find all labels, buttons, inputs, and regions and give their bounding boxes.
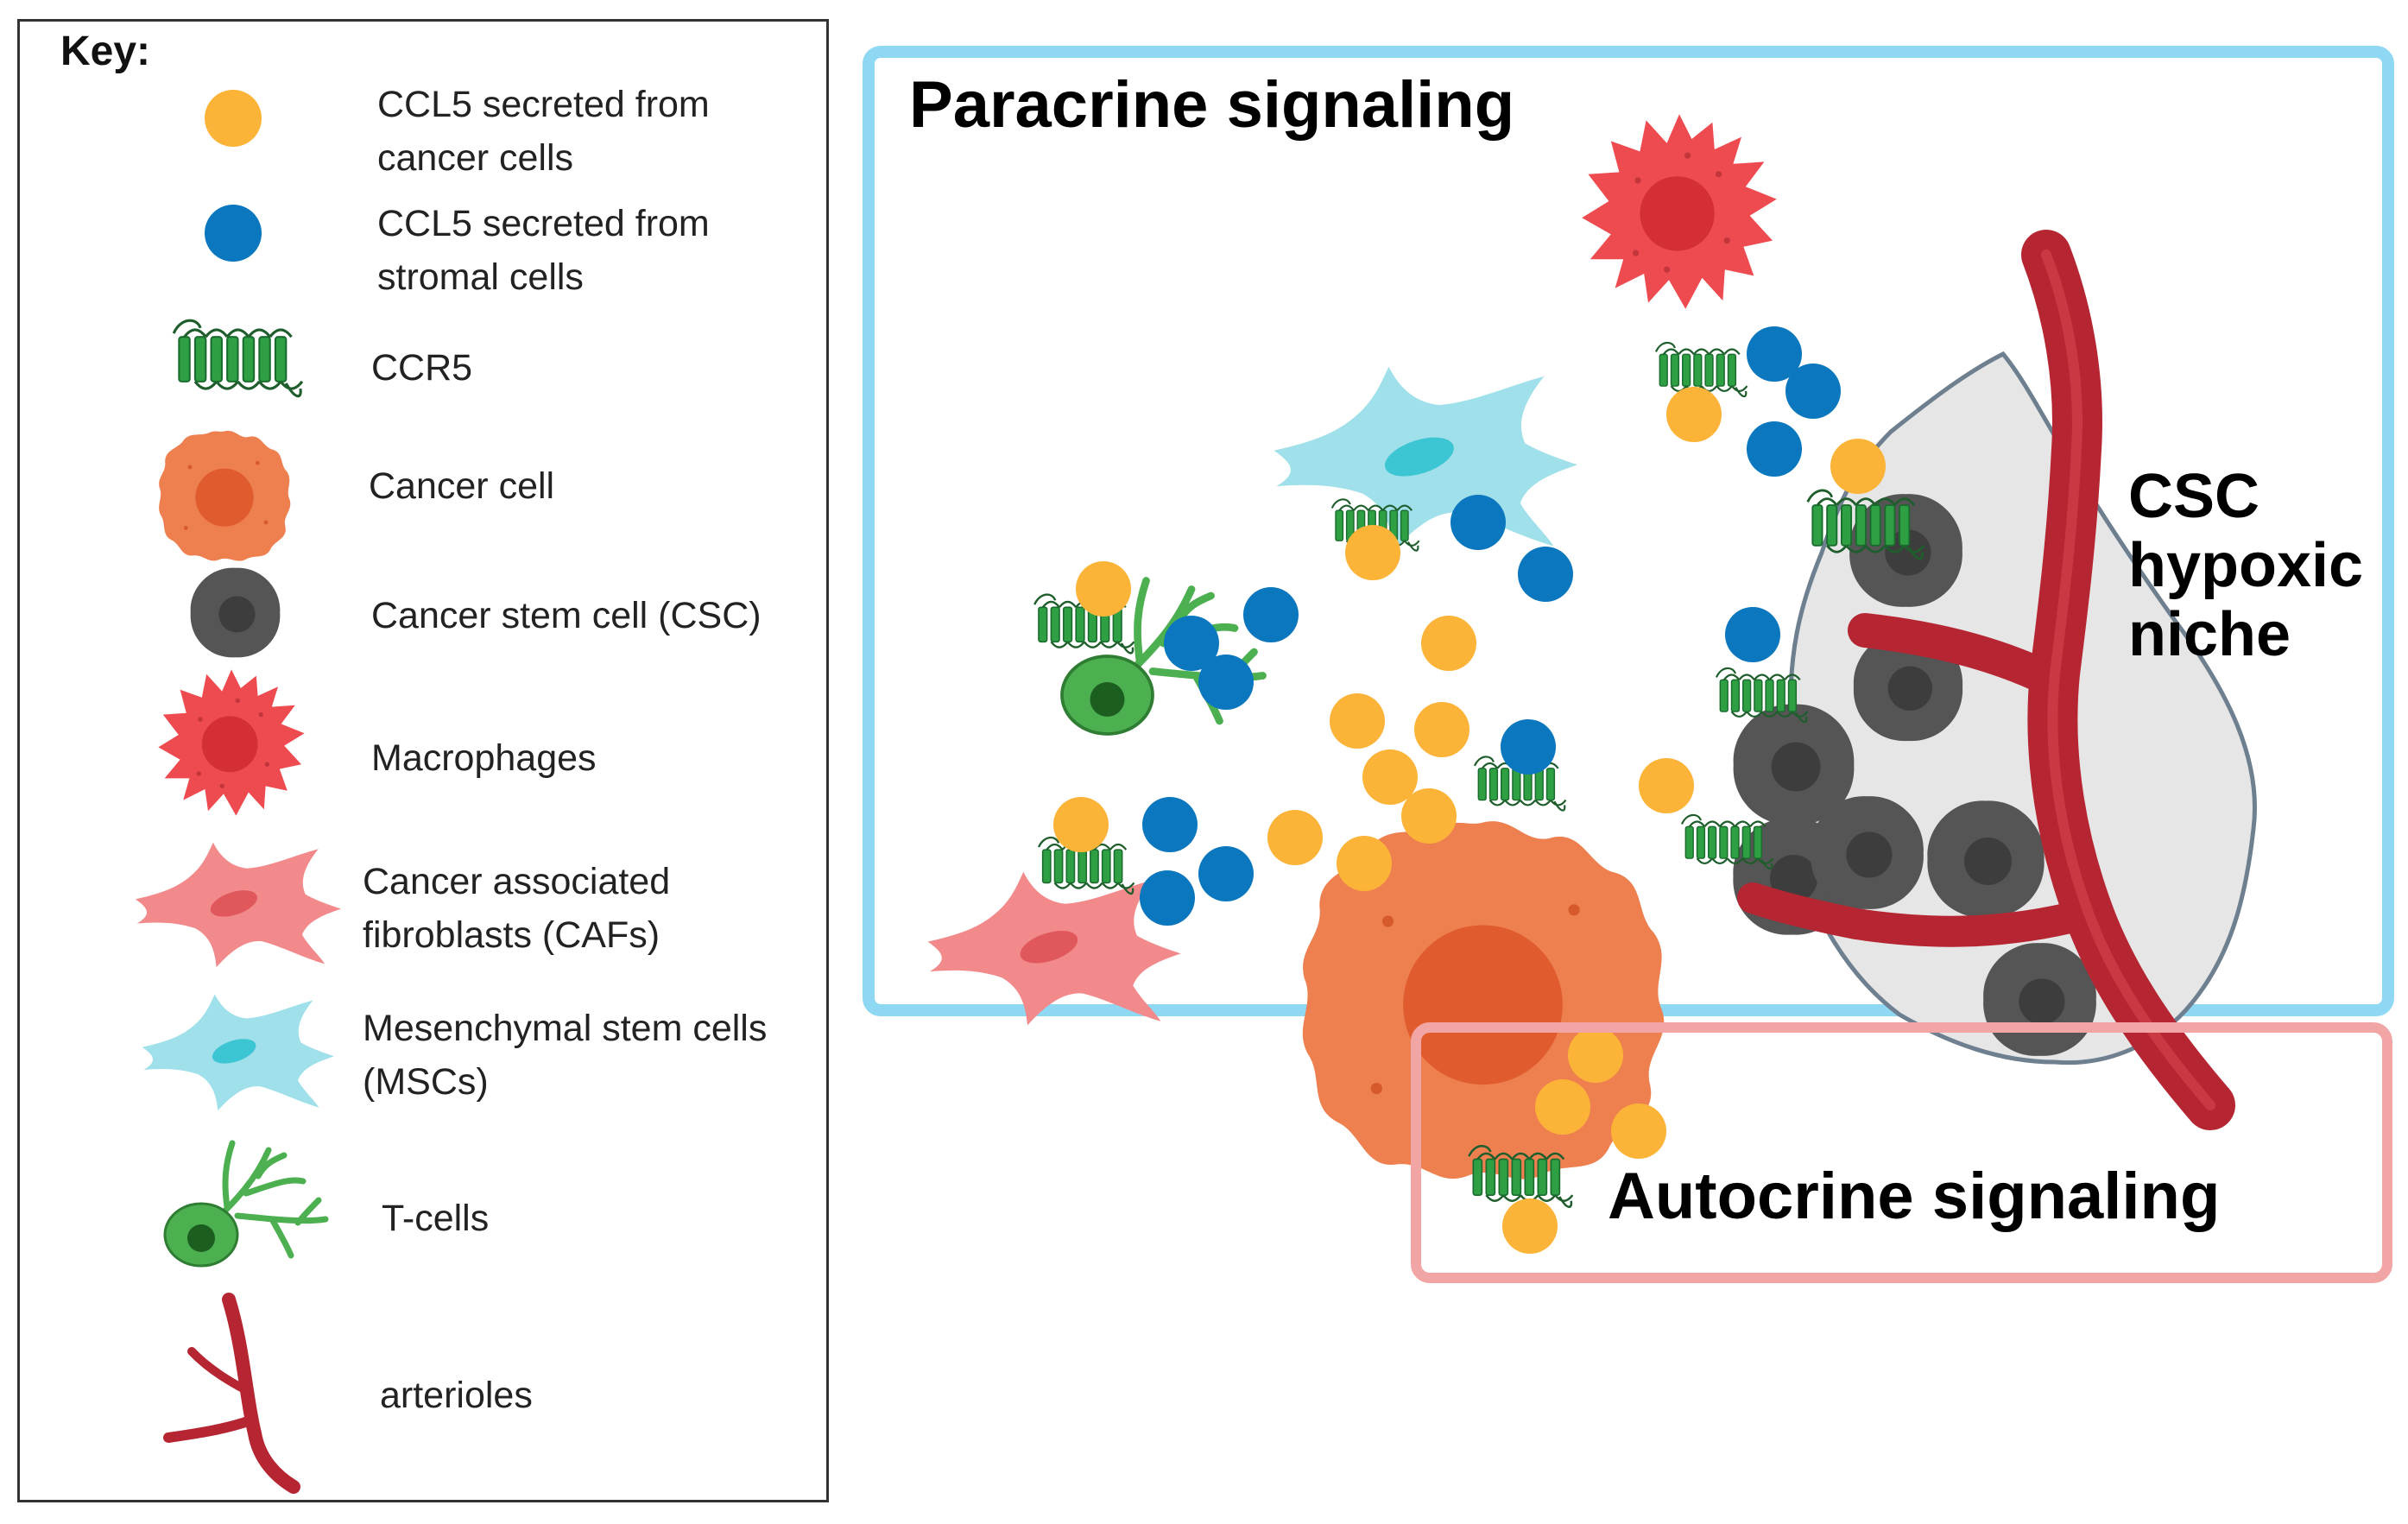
ccl5-stromal-molecule <box>1140 870 1195 926</box>
niche-csc-cell <box>1811 796 1924 909</box>
ccl5-cancer-molecule <box>1568 1028 1623 1083</box>
niche-csc-cell <box>1983 943 2096 1056</box>
ccl5-cancer-molecule <box>1345 525 1400 580</box>
msc-icon <box>142 994 334 1111</box>
ccl5-cancer-molecule <box>1611 1103 1666 1159</box>
key-label-cafs-2: fibroblasts (CAFs) <box>363 914 660 956</box>
key-title: Key: <box>60 28 151 74</box>
niche-arteriole <box>1737 230 2235 1130</box>
ccl5-stromal-group <box>1140 326 1841 926</box>
ccl5-cancer-group <box>1053 387 1886 1254</box>
key-label-macrophages: Macrophages <box>371 737 597 779</box>
ccl5-cancer-molecule <box>1639 758 1694 813</box>
cancer-cell-icon <box>159 430 291 561</box>
ccr5-icon <box>174 320 302 396</box>
paracrine-title: Paracrine signaling <box>909 68 1515 142</box>
macrophage-icon <box>158 669 305 816</box>
niche-label-1: CSC <box>2128 462 2260 531</box>
niche-csc-cell <box>1927 800 2045 918</box>
key-label-ccr5: CCR5 <box>371 347 473 389</box>
t-cell-icon <box>165 1143 325 1266</box>
ccl5-cancer-molecule <box>1362 749 1418 805</box>
arteriole-icon <box>163 1293 300 1494</box>
ccl5-cancer-molecule <box>1666 387 1722 442</box>
key-label-mscs-2: (MSCs) <box>363 1061 489 1103</box>
ccl5-cancer-molecule <box>1076 561 1131 617</box>
key-panel <box>17 19 829 1502</box>
key-label-t-cells: T-cells <box>382 1198 490 1239</box>
key-label-ccl5-cancer-2: cancer cells <box>377 137 574 179</box>
autocrine-title: Autocrine signaling <box>1608 1160 2221 1233</box>
key-label-cafs-1: Cancer associated <box>363 861 671 902</box>
ccl5-cancer-molecule <box>1267 810 1323 865</box>
ccl5-stromal-molecule <box>1518 547 1573 602</box>
ccl5-cancer-icon <box>205 90 262 147</box>
niche-label-2: hypoxic <box>2128 531 2364 600</box>
key-label-mscs-1: Mesenchymal stem cells <box>363 1008 768 1049</box>
ccl5-cancer-molecule <box>1401 788 1457 844</box>
key-label-ccl5-stromal-1: CCL5 secreted from <box>377 203 710 244</box>
key-label-ccl5-cancer-1: CCL5 secreted from <box>377 84 710 125</box>
paracrine-msc <box>1274 366 1578 551</box>
autocrine-region <box>1411 1022 2392 1283</box>
key-label-csc: Cancer stem cell (CSC) <box>371 595 762 636</box>
ccl5-stromal-icon <box>205 205 262 262</box>
ccl5-stromal-molecule <box>1450 495 1506 550</box>
niche-label-3: niche <box>2128 600 2291 669</box>
paracrine-macrophage <box>1582 114 1777 309</box>
ccl5-stromal-molecule <box>1243 587 1299 642</box>
key-label-cancer-cell: Cancer cell <box>369 465 555 507</box>
ccl5-cancer-molecule <box>1330 693 1385 749</box>
key-label-arterioles: arterioles <box>380 1375 533 1416</box>
ccl5-cancer-molecule <box>1337 836 1392 891</box>
ccl5-stromal-molecule <box>1164 616 1219 671</box>
ccl5-stromal-molecule <box>1198 846 1254 901</box>
ccl5-cancer-molecule <box>1830 439 1886 494</box>
ccl5-stromal-molecule <box>1785 364 1841 419</box>
ccl5-stromal-molecule <box>1142 797 1198 852</box>
ccl5-stromal-molecule <box>1747 421 1802 477</box>
ccl5-cancer-molecule <box>1414 702 1469 757</box>
ccl5-cancer-molecule <box>1053 797 1109 852</box>
ccl5-stromal-molecule <box>1725 607 1780 662</box>
caf-icon <box>135 842 341 968</box>
ccl5-stromal-molecule <box>1501 719 1556 775</box>
ccl5-stromal-molecule <box>1198 654 1254 710</box>
ccl5-cancer-molecule <box>1421 616 1476 671</box>
key-label-ccl5-stromal-2: stromal cells <box>377 256 584 298</box>
ccr5-receptor <box>1680 813 1774 870</box>
csc-icon <box>190 567 281 658</box>
ccl5-cancer-molecule <box>1535 1079 1590 1135</box>
ccl5-cancer-molecule <box>1502 1198 1558 1254</box>
ccl5-stromal-molecule <box>1747 326 1802 382</box>
